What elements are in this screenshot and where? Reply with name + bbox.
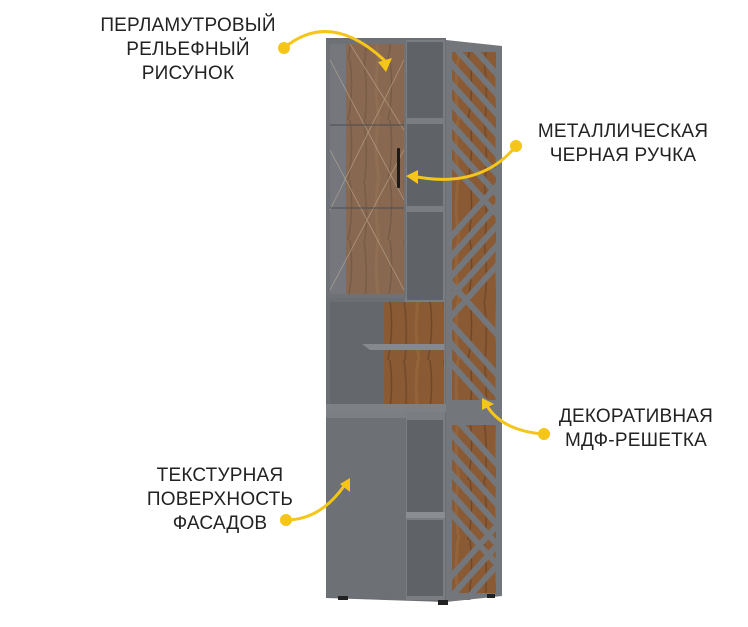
- callout-arrows: [282, 30, 545, 522]
- arrow-head-icon: [406, 170, 418, 184]
- arrow-head-icon: [378, 58, 392, 72]
- callout-line: РИСУНОК: [141, 63, 235, 84]
- arrow-head-icon: [340, 478, 350, 492]
- callout-pearl-pattern: ПЕРЛАМУТРОВЫЙ РЕЛЬЕФНЫЙ РИСУНОК: [98, 14, 278, 86]
- callout-dot-icon: [278, 42, 290, 54]
- callout-dot-icon: [280, 514, 292, 526]
- callout-dot-icon: [510, 140, 522, 152]
- callout-line: РЕЛЬЕФНЫЙ: [126, 39, 250, 60]
- callout-mdf-grille: ДЕКОРАТИВНАЯ МДФ-РЕШЕТКА: [546, 405, 726, 453]
- callout-metal-handle: МЕТАЛЛИЧЕСКАЯ ЧЕРНАЯ РУЧКА: [518, 120, 728, 168]
- callout-line: ТЕКСТУРНАЯ: [156, 465, 284, 486]
- callout-line: ЧЕРНАЯ РУЧКА: [549, 145, 697, 166]
- callout-line: ДЕКОРАТИВНАЯ: [558, 406, 714, 427]
- callout-line: ФАСАДОВ: [172, 513, 268, 534]
- arrow-head-icon: [482, 398, 494, 410]
- callout-dot-icon: [538, 428, 550, 440]
- callout-line: ПЕРЛАМУТРОВЫЙ: [100, 15, 276, 36]
- black-metal-handle: [397, 148, 400, 188]
- callout-line: ПОВЕРХНОСТЬ: [146, 489, 294, 510]
- callout-line: МЕТАЛЛИЧЕСКАЯ: [537, 121, 709, 142]
- mdf-grille-panel: [446, 40, 502, 602]
- pearl-pattern-door: [326, 40, 406, 298]
- callout-line: МДФ-РЕШЕТКА: [564, 430, 708, 451]
- textured-facade-door: [326, 412, 406, 600]
- callout-textured-facade: ТЕКСТУРНАЯ ПОВЕРХНОСТЬ ФАСАДОВ: [140, 464, 300, 536]
